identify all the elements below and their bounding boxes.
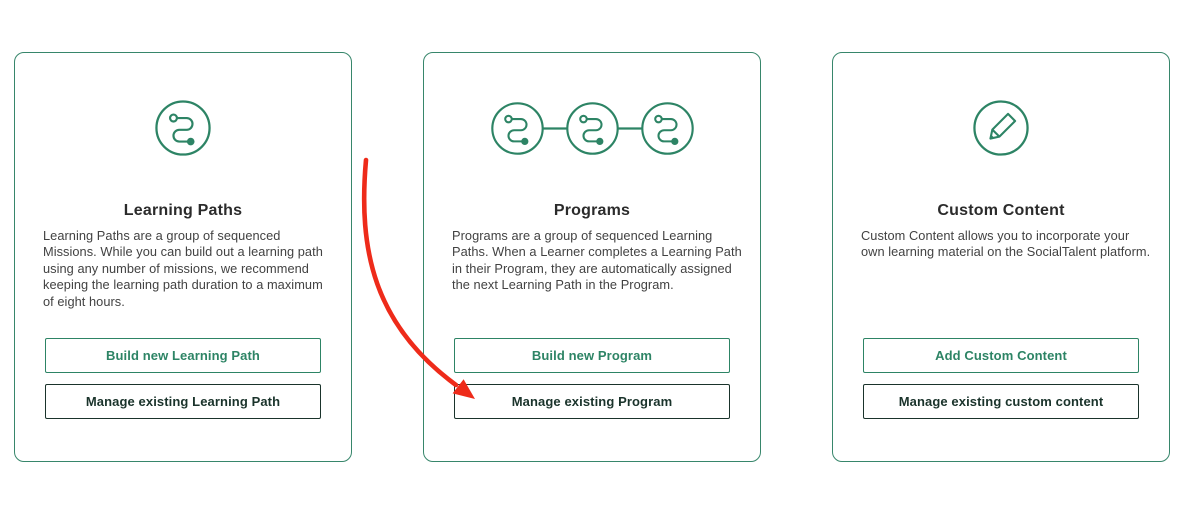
card-description: Programs are a group of sequenced Learni… <box>452 228 742 293</box>
pencil-icon <box>833 99 1169 157</box>
build-new-learning-path-button[interactable]: Build new Learning Path <box>45 338 321 373</box>
build-new-program-button[interactable]: Build new Program <box>454 338 730 373</box>
linked-learning-paths-icon <box>424 99 760 157</box>
learning-paths-card: Learning Paths Learning Paths are a grou… <box>14 52 352 462</box>
card-description: Learning Paths are a group of sequenced … <box>43 228 323 309</box>
card-description: Custom Content allows you to incorporate… <box>861 228 1151 260</box>
custom-content-card: Custom Content Custom Content allows you… <box>832 52 1170 462</box>
card-title: Learning Paths <box>123 202 243 219</box>
manage-existing-program-button[interactable]: Manage existing Program <box>454 384 730 419</box>
manage-existing-custom-content-button[interactable]: Manage existing custom content <box>863 384 1139 419</box>
winding-path-icon <box>15 99 351 157</box>
card-title: Custom Content <box>937 202 1065 219</box>
card-title: Programs <box>553 202 631 219</box>
add-custom-content-button[interactable]: Add Custom Content <box>863 338 1139 373</box>
manage-existing-learning-path-button[interactable]: Manage existing Learning Path <box>45 384 321 419</box>
programs-card: Programs Programs are a group of sequenc… <box>423 52 761 462</box>
